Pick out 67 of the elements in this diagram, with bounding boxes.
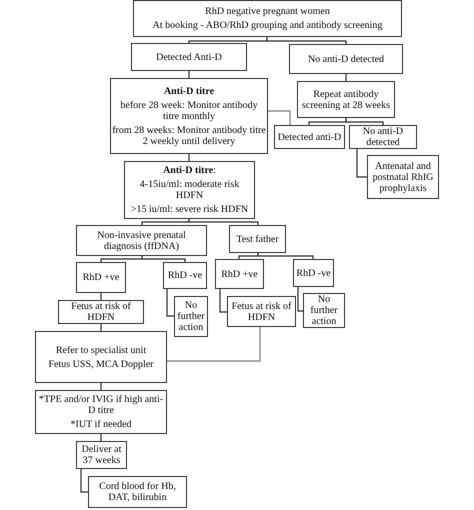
process-box xyxy=(35,390,167,434)
box-text: before 28 week: Monitor antibody titre monthly xyxy=(119,100,259,122)
process-box xyxy=(76,441,127,469)
box-text: Refer to specialist unit xyxy=(56,344,146,356)
box-text: Deliver at 37 weeks xyxy=(80,444,122,466)
process-box xyxy=(215,259,264,289)
process-box xyxy=(110,78,268,154)
box-heading: Anti-D titre xyxy=(164,86,214,96)
process-box xyxy=(35,331,167,383)
connector-line xyxy=(345,118,384,125)
connector-line xyxy=(297,287,303,312)
process-box xyxy=(229,225,286,253)
box-text: *TPE and/or IVIG if high anti-D titre xyxy=(38,394,164,416)
box-text: RhD -ve xyxy=(296,268,331,278)
process-box xyxy=(76,225,207,256)
process-box xyxy=(297,81,395,118)
connector-line xyxy=(219,289,227,313)
box-text: >15 iu/ml: severe risk HDFN xyxy=(130,204,248,215)
box-text: Fetus at risk of HDFN xyxy=(70,301,132,323)
box-text: *IUT if needed xyxy=(70,419,132,430)
connector-line xyxy=(80,469,88,493)
connector-line xyxy=(188,219,259,225)
box-text: RhD negative pregnant women xyxy=(205,6,330,17)
process-box xyxy=(88,476,187,508)
box-text: Non-invasive prenatal diagnosis (ffDNA) xyxy=(96,230,187,252)
process-box xyxy=(58,300,144,324)
process-box xyxy=(303,293,345,328)
box-text: RhD +ve xyxy=(221,268,258,280)
connector-line xyxy=(238,253,259,259)
process-box xyxy=(131,43,247,71)
box-text: Detected anti-D xyxy=(278,132,342,142)
box-text: Fetus USS, MCA Doppler xyxy=(48,358,154,370)
connector-line xyxy=(141,256,186,262)
connector-line xyxy=(266,37,347,44)
box-text: RhD +ve xyxy=(82,272,120,283)
connector-line xyxy=(100,256,143,262)
box-text: No further action xyxy=(176,300,206,333)
connector-line xyxy=(167,327,261,362)
process-box xyxy=(227,296,296,327)
process-box xyxy=(293,259,334,287)
box-text: Cord blood for Hb, DAT, bilirubin xyxy=(98,481,177,503)
process-box xyxy=(76,262,126,293)
box-text: Repeat antibody screening at 28 weeks xyxy=(300,88,392,110)
connector-line xyxy=(166,289,174,317)
box-text: No anti-D detected xyxy=(308,54,384,64)
process-box xyxy=(274,125,345,149)
process-box xyxy=(367,155,439,199)
connector-line xyxy=(257,253,314,259)
connector-line xyxy=(141,219,190,225)
box-text: At booking - ABO/RhD grouping and antibody screening xyxy=(152,20,382,31)
process-box xyxy=(163,262,207,289)
connector-line xyxy=(356,149,367,178)
box-text: from 28 weeks: Monitor antibody titre 2 weekly until delivery xyxy=(112,124,266,146)
box-text: No anti-D detected xyxy=(362,126,404,148)
box-text: 4-15iu/ml: moderate risk HDFN xyxy=(138,179,240,201)
box-text: Detected Anti-D xyxy=(156,52,222,62)
process-box xyxy=(133,0,402,37)
box-heading: Anti-D titre: xyxy=(163,165,216,176)
process-box xyxy=(349,125,417,149)
box-text: No further action xyxy=(309,294,339,327)
process-box xyxy=(289,44,403,74)
process-box xyxy=(124,161,255,219)
box-text: RhD -ve xyxy=(168,270,202,281)
connector-line xyxy=(268,110,291,125)
box-text: Antenatal and postnatal RhIG prophylaxis xyxy=(372,160,434,194)
box-text: Fetus at risk of HDFN xyxy=(230,300,292,322)
box-text: Test father xyxy=(236,234,279,244)
